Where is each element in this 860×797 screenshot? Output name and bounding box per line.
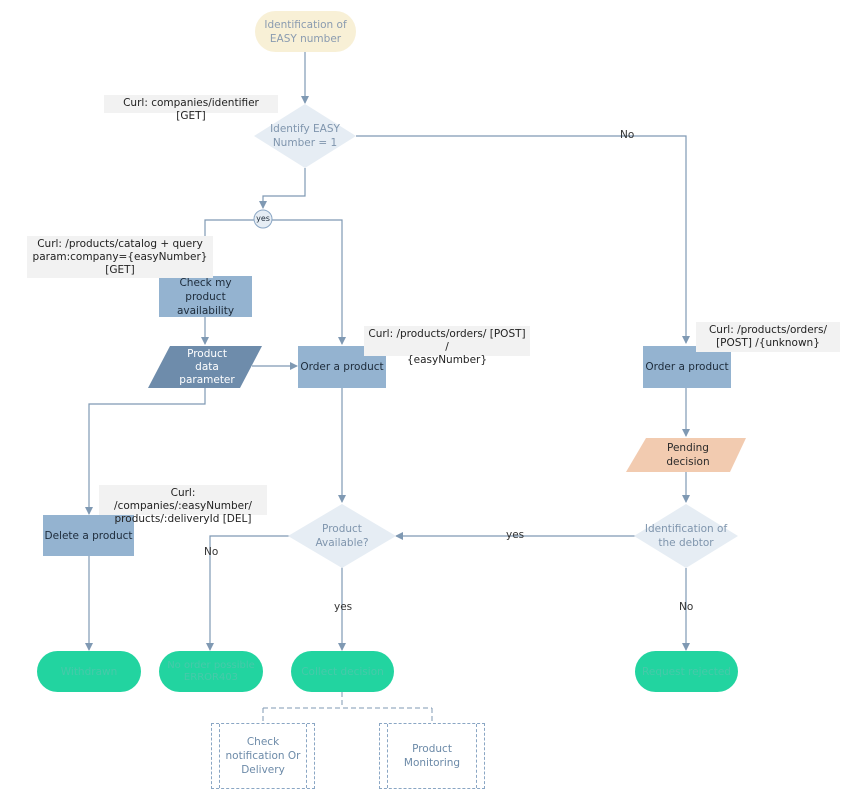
product-available-decision[interactable]: Product Available? [315, 523, 369, 549]
yes-connector[interactable]: yes [256, 214, 270, 223]
edge-label-yes-available: yes [334, 601, 353, 613]
pending-decision[interactable]: Pending decision [666, 442, 710, 468]
edge-label-no-top: No [620, 129, 635, 141]
curl-identifier: Curl: companies/identifier [GET] [104, 95, 278, 122]
edge-label-yes-debtor: yes [506, 529, 525, 541]
identify-decision-shape [254, 104, 356, 168]
curl-catalog: Curl: /products/catalog + query param:co… [27, 236, 213, 278]
curl-orders-easy: Curl: /products/orders/ [POST] / {easyNu… [364, 326, 530, 366]
yes-connector-shape [253, 209, 273, 229]
edge-data-to-delete [85, 388, 206, 515]
terminal-no-order[interactable]: No order possible ERROR403 [159, 651, 263, 692]
identify-decision[interactable]: Identify EASY Number = 1 [270, 123, 340, 149]
pending-decision-shape [626, 438, 746, 472]
terminal-withdrawn[interactable]: Withdrawn [37, 651, 141, 692]
edge-label-no-right: No [679, 601, 694, 613]
product-available-shape [288, 504, 396, 568]
check-product-availability[interactable]: Check my product availability [159, 276, 252, 317]
subprocess-check-notification[interactable]: Check notification Or Delivery [211, 723, 315, 789]
edge-identify-no [356, 135, 690, 344]
product-data-shape [148, 346, 262, 388]
edge-available-no [206, 535, 292, 651]
edge-collect-to-sub [262, 692, 433, 722]
edge-label-no-left: No [204, 546, 219, 558]
curl-orders-unknown: Curl: /products/orders/ [POST] /{unknown… [696, 322, 840, 352]
terminal-collect-decision[interactable]: Collect decision [291, 651, 394, 692]
edge-yes-to-order [271, 219, 346, 345]
delete-product[interactable]: Delete a product [43, 515, 134, 556]
identification-debtor-shape [634, 504, 738, 568]
edge-identify-yes [259, 168, 306, 209]
product-data-parameter[interactable]: Product data parameter [179, 347, 235, 386]
order-product-right[interactable]: Order a product [643, 346, 731, 388]
identification-debtor-decision[interactable]: Identification of the debtor [644, 523, 728, 549]
curl-delete: Curl: /companies/:easyNumber/ products/:… [99, 485, 267, 525]
subprocess-product-monitoring[interactable]: Product Monitoring [379, 723, 485, 789]
terminal-request-rejected[interactable]: Request rejected [635, 651, 738, 692]
start-identification-easy-number[interactable]: Identification of EASY number [255, 11, 356, 52]
